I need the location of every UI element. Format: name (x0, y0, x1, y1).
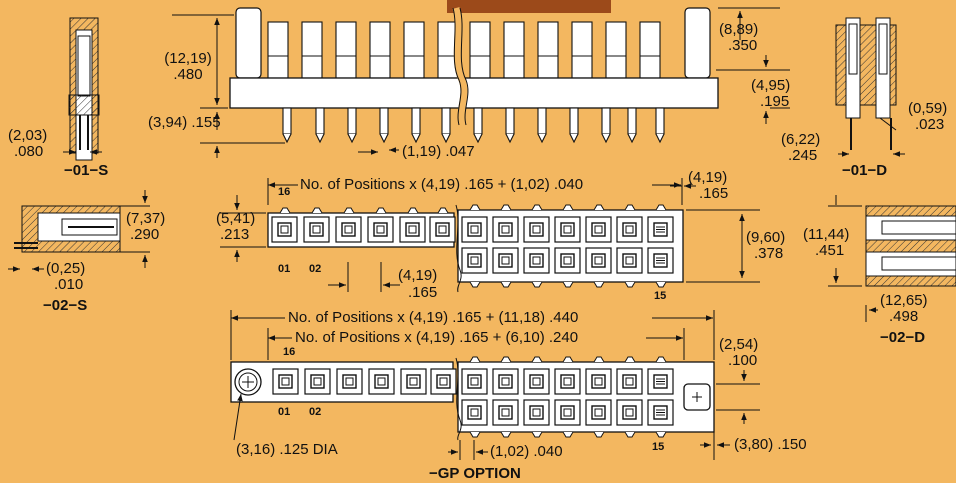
dim-254-in: .100 (728, 352, 758, 369)
dim-102: (1,02) .040 (490, 443, 563, 460)
dim-203-mm: (2,03) (8, 127, 48, 144)
pin-label-16: 16 (278, 186, 291, 198)
dim-495-mm: (4,95) (751, 77, 791, 94)
dim-1219-mm: (12,19) (164, 50, 212, 67)
gp-pin-label-01: 01 (278, 406, 291, 418)
view-label-01-s: −01−S (64, 162, 109, 179)
view-01-d-drawing (835, 17, 905, 157)
dim-059-mm: (0,59) (908, 100, 948, 117)
view-01-s-drawing (63, 17, 102, 161)
view-label-02-d: −02−D (880, 329, 926, 346)
dim-316-dia: (3,16) .125 DIA (236, 441, 338, 458)
view-02-s-drawing (8, 190, 150, 272)
dim-419a-mm: (4,19) (688, 169, 728, 186)
gp-pin-label-16: 16 (283, 346, 296, 358)
top-view-header (267, 204, 684, 293)
dim-495-in: .195 (760, 93, 790, 110)
dim-737-mm: (7,37) (126, 210, 166, 227)
dim-419b-in: .165 (408, 284, 438, 301)
dim-1265-mm: (12,65) (880, 292, 928, 309)
dim-1144-in: .451 (815, 242, 845, 259)
dim-254-mm: (2,54) (719, 336, 759, 353)
dim-203-in: .080 (14, 143, 44, 160)
dim-059-in: .023 (915, 116, 945, 133)
view-label-gp-option: −GP OPTION (429, 465, 521, 482)
pin-label-01: 01 (278, 263, 291, 275)
dim-419a-in: .165 (699, 185, 729, 202)
dim-1144-mm: (11,44) (803, 226, 850, 243)
dim-960-mm: (9,60) (746, 229, 786, 246)
dim-622-mm: (6,22) (781, 131, 821, 148)
dim-1265-in: .498 (889, 308, 919, 325)
pin-label-15: 15 (654, 290, 667, 302)
view-label-02-s: −02−S (43, 297, 88, 314)
view-02-d-drawing (828, 195, 956, 322)
top-view-pitch-formula: No. of Positions x (4,19) .165 + (1,02) … (300, 176, 584, 193)
dim-889-in: .350 (728, 37, 758, 54)
gp-formula-inner: No. of Positions x (4,19) .165 + (6,10) … (295, 329, 579, 346)
header-tab (447, 0, 611, 13)
dim-419b-mm: (4,19) (398, 267, 438, 284)
dim-541-mm: (5,41) (216, 210, 256, 227)
dim-622-in: .245 (788, 147, 818, 164)
dim-025-mm: (0,25) (46, 260, 86, 277)
dim-737-in: .290 (130, 226, 160, 243)
gp-pin-label-02: 02 (309, 406, 322, 418)
dim-1219-in: .480 (173, 66, 203, 83)
dim-960-in: .378 (754, 245, 784, 262)
side-view-header (229, 7, 719, 143)
dim-541-in: .213 (220, 226, 250, 243)
gp-pin-label-15: 15 (652, 441, 665, 453)
dim-380: (3,80) .150 (734, 436, 807, 453)
gp-formula-overall: No. of Positions x (4,19) .165 + (11,18)… (288, 309, 579, 326)
pin-label-02: 02 (309, 263, 322, 275)
view-label-01-d: −01−D (842, 162, 888, 179)
dim-119: (1,19) .047 (402, 143, 475, 160)
gp-option-view (230, 356, 715, 441)
dim-025-in: .010 (54, 276, 84, 293)
dim-889-mm: (8,89) (719, 21, 759, 38)
dim-394: (3,94) .155 (148, 114, 221, 131)
